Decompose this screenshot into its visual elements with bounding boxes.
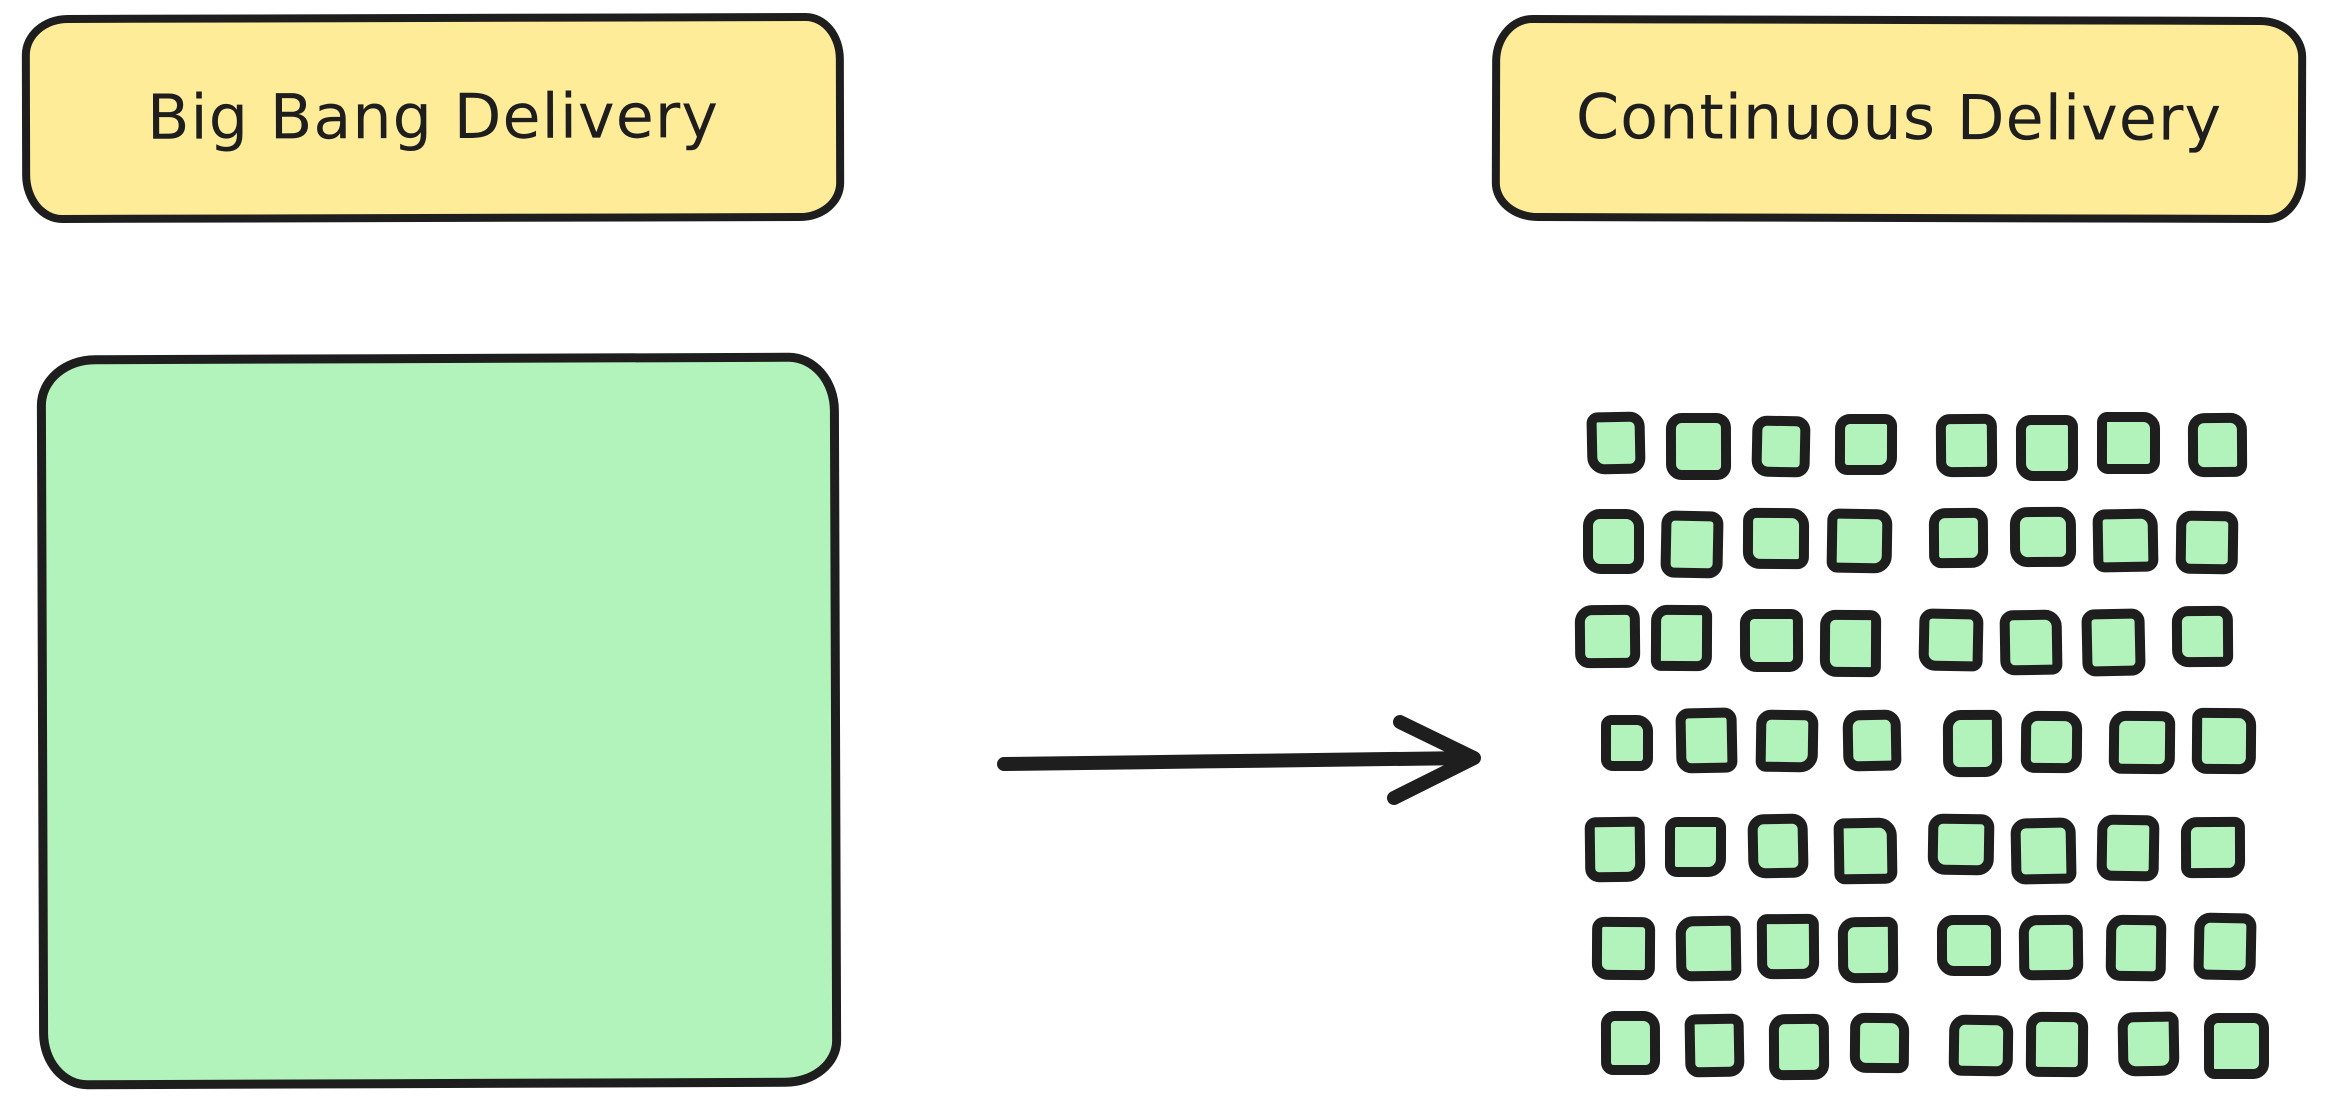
release-square [2117, 1011, 2180, 1077]
release-square [2171, 605, 2234, 668]
release-square [1849, 1012, 1909, 1073]
release-square [1586, 411, 1646, 475]
release-square [1665, 817, 1727, 878]
big-bang-release-block [36, 352, 842, 1090]
release-square [2192, 708, 2257, 775]
release-square [1675, 915, 1742, 983]
release-square [1826, 508, 1892, 574]
release-square [1935, 414, 1998, 479]
release-square [1747, 813, 1808, 879]
release-square [1684, 1013, 1745, 1078]
continuous-delivery-label-text: Continuous Delivery [1575, 79, 2223, 155]
release-square [1751, 415, 1812, 478]
release-square [2192, 912, 2257, 981]
release-square [2096, 814, 2160, 882]
release-square [1582, 509, 1644, 575]
continuous-delivery-label: Continuous Delivery [1491, 14, 2307, 224]
release-square [2010, 817, 2078, 885]
release-square [1574, 604, 1641, 669]
release-square [2092, 508, 2158, 573]
release-square [2010, 507, 2077, 568]
release-square [1755, 709, 1818, 773]
big-bang-delivery-label-text: Big Bang Delivery [146, 78, 720, 154]
release-square [1739, 609, 1804, 673]
release-square [2203, 1012, 2269, 1079]
release-square [1592, 916, 1656, 981]
release-square [1768, 1013, 1830, 1081]
release-square [2097, 412, 2161, 475]
release-square [2187, 412, 2248, 478]
release-square [1675, 707, 1738, 774]
release-square [1918, 608, 1984, 672]
release-square [1600, 714, 1653, 771]
release-square [2105, 914, 2167, 982]
release-square [1743, 507, 1810, 570]
release-square [1928, 507, 1989, 569]
release-square [1756, 913, 1819, 980]
release-square [1819, 609, 1881, 677]
release-square [2181, 817, 2246, 879]
release-square [2016, 415, 2078, 482]
release-square [2081, 608, 2147, 677]
release-square [2108, 711, 2175, 775]
release-square [2020, 710, 2083, 774]
release-square [1834, 413, 1898, 475]
release-square [1666, 412, 1732, 480]
release-square [1936, 914, 2001, 976]
release-square [1948, 1014, 2015, 1076]
release-square [1601, 1011, 1661, 1076]
release-square [1927, 813, 1995, 876]
release-square [2175, 510, 2238, 575]
big-bang-delivery-label: Big Bang Delivery [21, 12, 845, 224]
release-square [1650, 604, 1713, 672]
release-square [1833, 817, 1897, 884]
release-square [1842, 709, 1902, 773]
release-square [1584, 816, 1646, 883]
release-square [2018, 914, 2084, 981]
release-square [1999, 609, 2063, 676]
release-square [1837, 916, 1898, 984]
right-arrow-icon [997, 715, 1481, 805]
release-square [2026, 1012, 2089, 1078]
release-square [1942, 709, 2003, 777]
release-square [1660, 510, 1725, 578]
